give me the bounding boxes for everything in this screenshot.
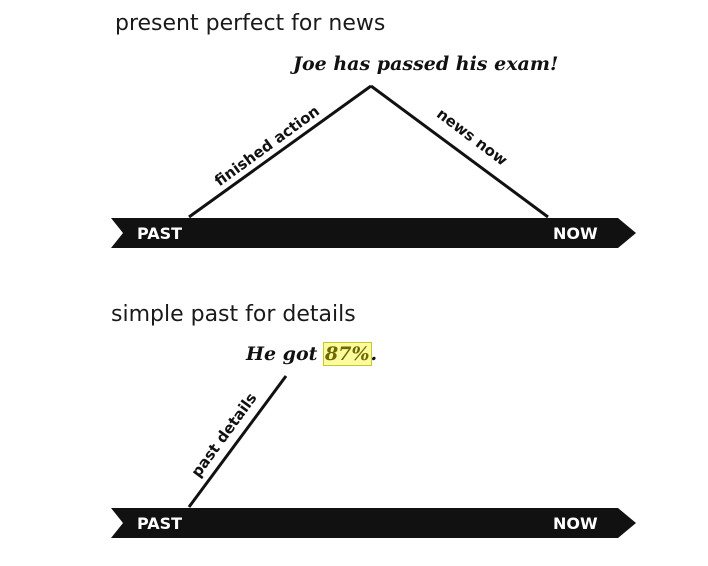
section2-heading: simple past for details [111,302,356,327]
section2-timeline-bar [111,508,636,538]
section2-quote-highlight: 87% [323,342,372,366]
section1-left-line-label: finished action [211,102,323,190]
section2-past-label: PAST [137,514,182,533]
section1-quote: Joe has passed his exam! [293,53,559,75]
section1-right-line [370,84,549,219]
section1-left-line [188,84,372,219]
section2-line [187,375,288,508]
section2-line-label: past details [187,389,260,480]
section2-quote-suffix: . [370,343,378,365]
section2-quote: He got 87%. [246,342,378,366]
section1-past-label: PAST [137,224,182,243]
section1-now-label: NOW [553,224,598,243]
section1-heading: present perfect for news [115,11,386,36]
section2-quote-prefix: He got [246,343,325,365]
section2-now-label: NOW [553,514,598,533]
section1-timeline-bar [111,218,636,248]
